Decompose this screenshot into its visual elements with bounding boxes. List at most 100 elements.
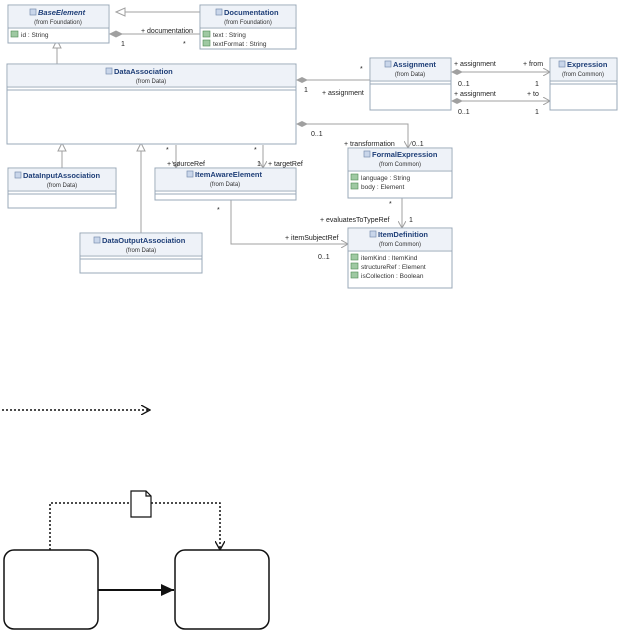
attribute-icon [350, 262, 359, 270]
class-package: (from Data) [395, 72, 425, 78]
role-label: + assignment [454, 61, 496, 68]
class-name: DataAssociation [114, 67, 173, 76]
class-assignment[interactable]: Assignment (from Data) [369, 57, 452, 111]
multiplicity-label: * [183, 41, 186, 48]
class-package: (from Data) [210, 182, 240, 188]
class-icon [186, 170, 194, 178]
class-attribute: itemKind : ItemKind [361, 255, 418, 262]
class-expression[interactable]: Expression (from Common) [549, 57, 618, 111]
class-name: Expression [567, 60, 608, 69]
transformation-association [300, 123, 408, 148]
class-icon [369, 230, 377, 238]
attribute-icon [350, 182, 359, 190]
multiplicity-label: 1 [304, 87, 308, 94]
multiplicity-label: 0..1 [458, 109, 470, 116]
generalization-head-icon [114, 7, 126, 17]
itemsubject-association [230, 200, 348, 244]
data-output-connector [151, 502, 220, 550]
role-label: + from [523, 61, 543, 68]
data-object-fold [145, 491, 151, 497]
composition-diamond-icon [296, 121, 308, 127]
class-icon [384, 60, 392, 68]
multiplicity-label: * [217, 207, 220, 214]
class-attribute: id : String [21, 32, 49, 39]
class-base-element[interactable]: BaseElement (from Foundation) id : Strin… [7, 4, 110, 44]
multiplicity-label: 1 [535, 81, 539, 88]
class-item-aware-element[interactable]: ItemAwareElement (from Data) [154, 167, 297, 201]
class-icon [215, 8, 223, 16]
role-label: + sourceRef [167, 161, 205, 168]
role-label: + transformation [344, 141, 395, 148]
multiplicity-label: 0..1 [412, 141, 424, 148]
multiplicity-label: 0..1 [458, 81, 470, 88]
role-label: + documentation [141, 28, 193, 35]
multiplicity-label: 1 [257, 161, 261, 168]
generalization-head-icon [57, 141, 67, 152]
class-name: FormalExpression [372, 150, 438, 159]
attribute-icon [202, 30, 211, 38]
class-package: (from Foundation) [34, 20, 82, 26]
class-package: (from Data) [126, 248, 156, 254]
class-name: Documentation [224, 8, 279, 17]
multiplicity-label: 0..1 [318, 254, 330, 261]
class-package: (from Common) [379, 162, 421, 168]
activity-source[interactable] [3, 549, 99, 630]
class-icon [29, 8, 37, 16]
class-package: (from Data) [47, 183, 77, 189]
class-attribute: isCollection : Boolean [361, 273, 424, 280]
composition-diamond-icon [451, 69, 463, 75]
class-attribute: body : Element [361, 184, 405, 191]
class-name: BaseElement [38, 8, 86, 17]
role-label: + targetRef [268, 161, 303, 168]
multiplicity-label: * [254, 147, 257, 154]
class-package: (from Data) [136, 79, 166, 85]
data-object-icon [130, 490, 152, 518]
multiplicity-label: * [166, 147, 169, 154]
class-data-association[interactable]: DataAssociation (from Data) [6, 63, 297, 145]
role-label: + assignment [322, 90, 364, 97]
class-icon [105, 67, 113, 75]
class-data-input-association[interactable]: DataInputAssociation (from Data) [7, 167, 117, 209]
attribute-icon [350, 253, 359, 261]
multiplicity-label: * [389, 201, 392, 208]
activity-target[interactable] [174, 549, 270, 630]
attribute-icon [10, 30, 19, 38]
role-label: + evaluatesToTypeRef [320, 217, 390, 224]
class-name: ItemDefinition [378, 230, 428, 239]
class-icon [14, 171, 22, 179]
composition-diamond-icon [108, 30, 124, 38]
class-package: (from Foundation) [224, 20, 272, 26]
multiplicity-label: 1 [535, 109, 539, 116]
class-name: DataInputAssociation [23, 171, 101, 180]
class-formal-expression[interactable]: FormalExpression (from Common) language … [347, 147, 453, 199]
role-label: + assignment [454, 91, 496, 98]
data-input-connector [49, 502, 131, 550]
class-item-definition[interactable]: ItemDefinition (from Common) itemKind : … [347, 227, 453, 289]
generalization-head-icon [136, 141, 146, 152]
multiplicity-label: 0..1 [311, 131, 323, 138]
multiplicity-label: 1 [121, 41, 125, 48]
class-icon [93, 236, 101, 244]
role-label: + to [527, 91, 539, 98]
generalization-head-icon [52, 38, 62, 49]
multiplicity-label: * [360, 66, 363, 73]
class-data-output-association[interactable]: DataOutputAssociation (from Data) [79, 232, 203, 274]
class-attribute: language : String [361, 175, 411, 182]
uml-connectors [52, 7, 550, 244]
attribute-icon [350, 271, 359, 279]
class-attribute: text : String [213, 32, 246, 39]
class-name: DataOutputAssociation [102, 236, 186, 245]
class-name: Assignment [393, 60, 436, 69]
composition-diamond-icon [451, 98, 463, 104]
attribute-icon [350, 173, 359, 181]
class-attribute: structureRef : Element [361, 264, 426, 271]
class-name: ItemAwareElement [195, 170, 262, 179]
class-documentation[interactable]: Documentation (from Foundation) text : S… [199, 4, 297, 50]
class-icon [558, 60, 566, 68]
class-icon [363, 150, 371, 158]
class-attribute: textFormat : String [213, 41, 267, 48]
multiplicity-label: 1 [409, 217, 413, 224]
attribute-icon [202, 39, 211, 47]
uml-labels: + documentation 1 * + assignment * 1 + a… [121, 28, 543, 261]
